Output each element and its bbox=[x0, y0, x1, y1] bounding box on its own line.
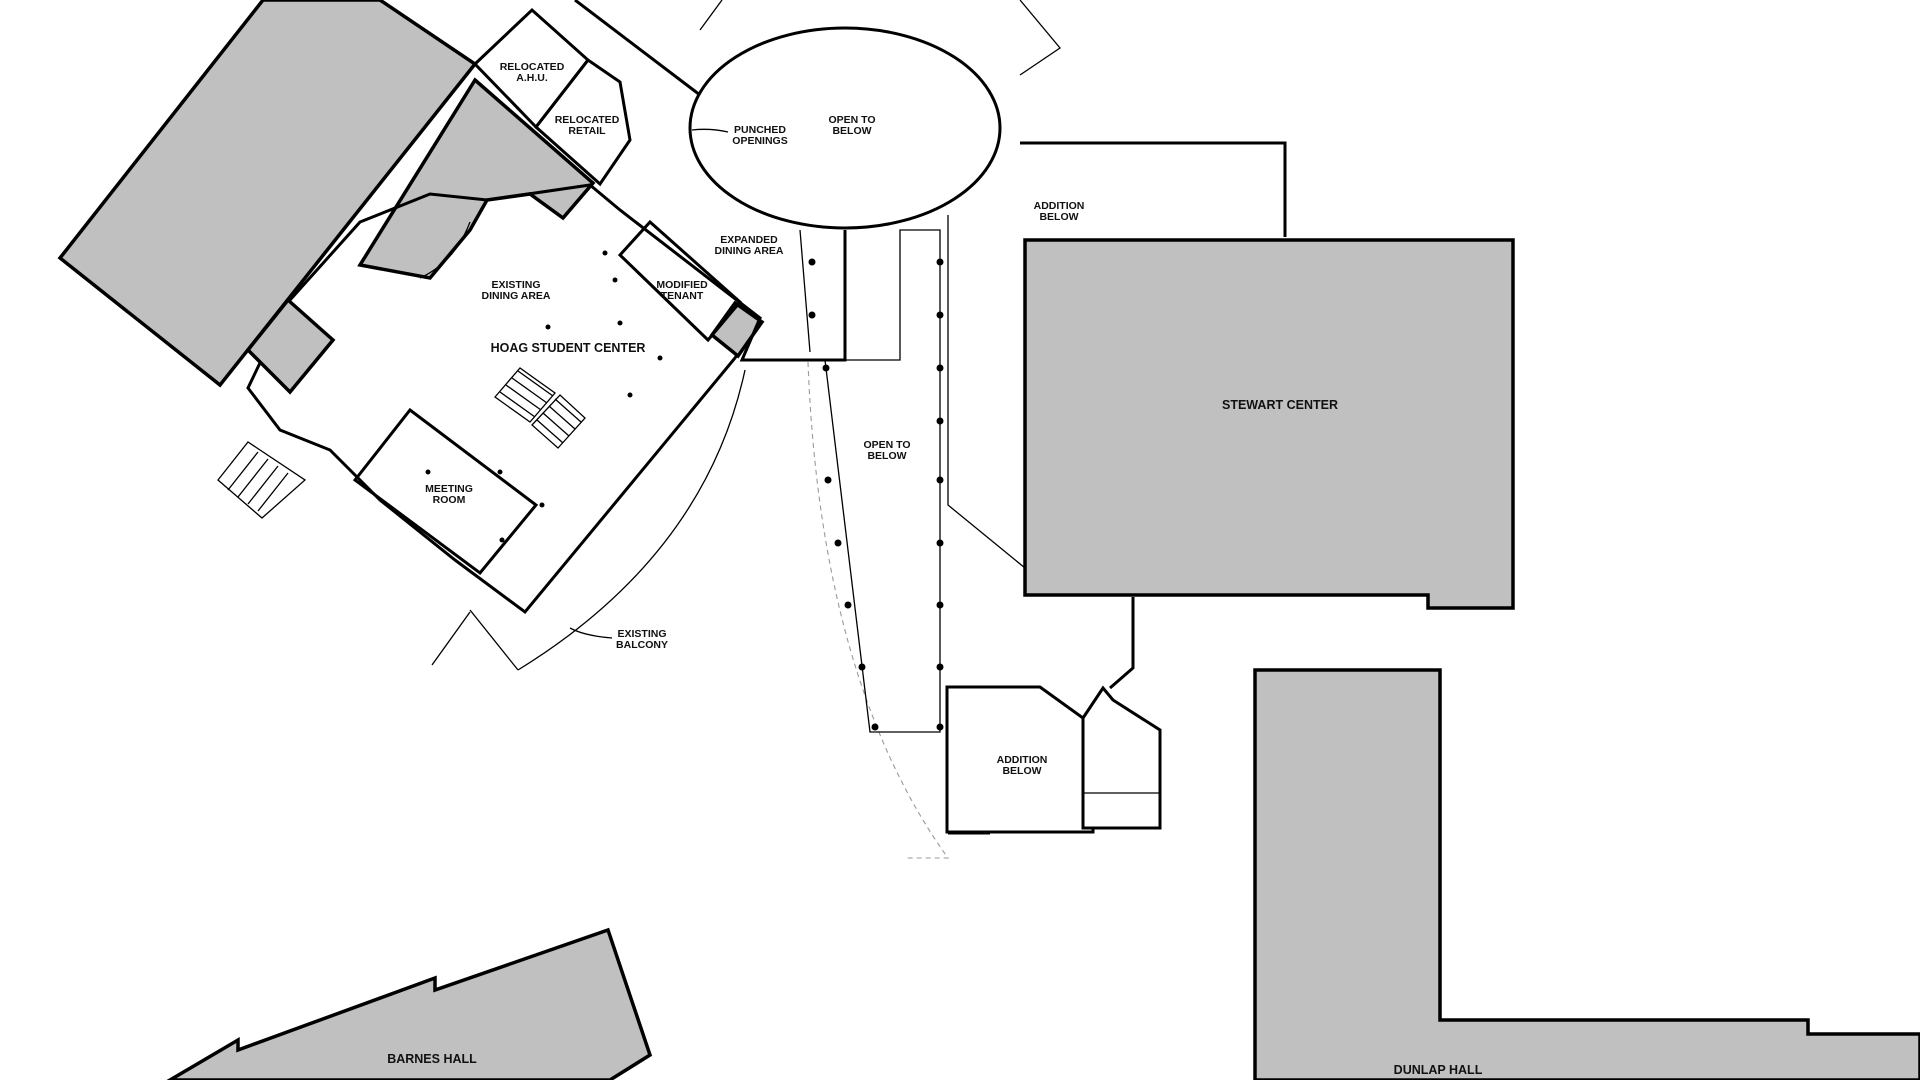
punched-openings-leader bbox=[691, 128, 729, 133]
oval-opening bbox=[688, 26, 1002, 230]
stairs-central bbox=[494, 367, 586, 449]
curved-wall-north bbox=[419, 221, 471, 279]
svg-text:ROOM: ROOM bbox=[433, 494, 466, 506]
svg-text:DINING AREA: DINING AREA bbox=[714, 245, 783, 257]
meeting-room-label: MEETING ROOM bbox=[425, 483, 473, 506]
svg-text:PUNCHED: PUNCHED bbox=[734, 124, 786, 136]
column-grid bbox=[425, 250, 944, 731]
barnes-hall-building bbox=[166, 927, 653, 1080]
expanded-dining-label: EXPANDED DINING AREA bbox=[714, 234, 783, 257]
oval-canopy bbox=[699, 0, 1061, 76]
svg-text:EXISTING: EXISTING bbox=[491, 279, 540, 291]
existing-balcony-curve bbox=[517, 369, 746, 671]
existing-balcony-label: EXISTING BALCONY bbox=[616, 628, 668, 651]
open-to-below-top-label: OPEN TO BELOW bbox=[828, 114, 875, 137]
stewart-connector bbox=[1109, 597, 1135, 690]
stewart-center-building bbox=[1023, 238, 1515, 610]
addition-below-top-label: ADDITION BELOW bbox=[1034, 200, 1085, 223]
open-to-below-mid-label: OPEN TO BELOW bbox=[863, 439, 910, 462]
dunlap-hall-label: DUNLAP HALL bbox=[1394, 1063, 1483, 1077]
svg-text:TENANT: TENANT bbox=[661, 290, 704, 302]
svg-text:RETAIL: RETAIL bbox=[568, 125, 606, 137]
corridor-west-wall bbox=[739, 230, 847, 362]
curtain-wall-dashed bbox=[807, 361, 950, 859]
svg-text:BALCONY: BALCONY bbox=[616, 639, 668, 651]
relocated-ahu-label: RELOCATED A.H.U. bbox=[500, 61, 565, 84]
tenant-core bbox=[709, 300, 765, 359]
balcony-leader bbox=[569, 627, 613, 639]
svg-text:MODIFIED: MODIFIED bbox=[656, 279, 708, 291]
svg-text:ADDITION: ADDITION bbox=[1034, 200, 1085, 212]
modified-tenant-room bbox=[617, 219, 743, 343]
barnes-hall-label: BARNES HALL bbox=[387, 1052, 477, 1066]
svg-text:BELOW: BELOW bbox=[1002, 765, 1041, 777]
stairs-west bbox=[217, 441, 307, 519]
addition-below-west-wall bbox=[947, 215, 1026, 569]
addition-below-north bbox=[1020, 141, 1287, 237]
svg-text:DINING AREA: DINING AREA bbox=[481, 290, 550, 302]
dunlap-hall-building bbox=[1253, 668, 1920, 1080]
open-to-below-corridor bbox=[824, 229, 941, 733]
svg-text:MEETING: MEETING bbox=[425, 483, 473, 495]
svg-text:ADDITION: ADDITION bbox=[997, 754, 1048, 766]
existing-dining-label: EXISTING DINING AREA bbox=[481, 279, 550, 302]
meeting-room bbox=[352, 407, 539, 576]
existing-balcony-edge bbox=[431, 609, 519, 671]
svg-text:BELOW: BELOW bbox=[1039, 211, 1078, 223]
svg-text:OPEN TO: OPEN TO bbox=[863, 439, 910, 451]
addition-below-south-annex bbox=[1081, 685, 1162, 830]
hoag-student-center-label: HOAG STUDENT CENTER bbox=[491, 341, 646, 355]
svg-text:BELOW: BELOW bbox=[832, 125, 871, 137]
corridor-dashed-edge bbox=[799, 229, 811, 353]
svg-text:EXISTING: EXISTING bbox=[617, 628, 666, 640]
svg-text:A.H.U.: A.H.U. bbox=[516, 72, 548, 84]
relocated-retail-label: RELOCATED RETAIL bbox=[555, 114, 620, 137]
addition-below-bottom-label: ADDITION BELOW bbox=[997, 754, 1048, 777]
svg-text:RELOCATED: RELOCATED bbox=[500, 61, 565, 73]
stewart-center-label: STEWART CENTER bbox=[1222, 398, 1338, 412]
svg-text:OPEN TO: OPEN TO bbox=[828, 114, 875, 126]
stair-core-west bbox=[245, 297, 336, 395]
modified-tenant-label: MODIFIED TENANT bbox=[656, 279, 708, 302]
existing-building-northwest bbox=[57, 0, 478, 388]
svg-text:EXPANDED: EXPANDED bbox=[720, 234, 778, 246]
svg-text:OPENINGS: OPENINGS bbox=[732, 135, 787, 147]
north-exterior-wall bbox=[574, 0, 701, 97]
svg-text:BELOW: BELOW bbox=[867, 450, 906, 462]
svg-text:RELOCATED: RELOCATED bbox=[555, 114, 620, 126]
punched-openings-label: PUNCHED OPENINGS bbox=[732, 124, 787, 147]
relocated-retail-room bbox=[533, 57, 632, 187]
hoag-student-center-outline bbox=[246, 183, 762, 615]
